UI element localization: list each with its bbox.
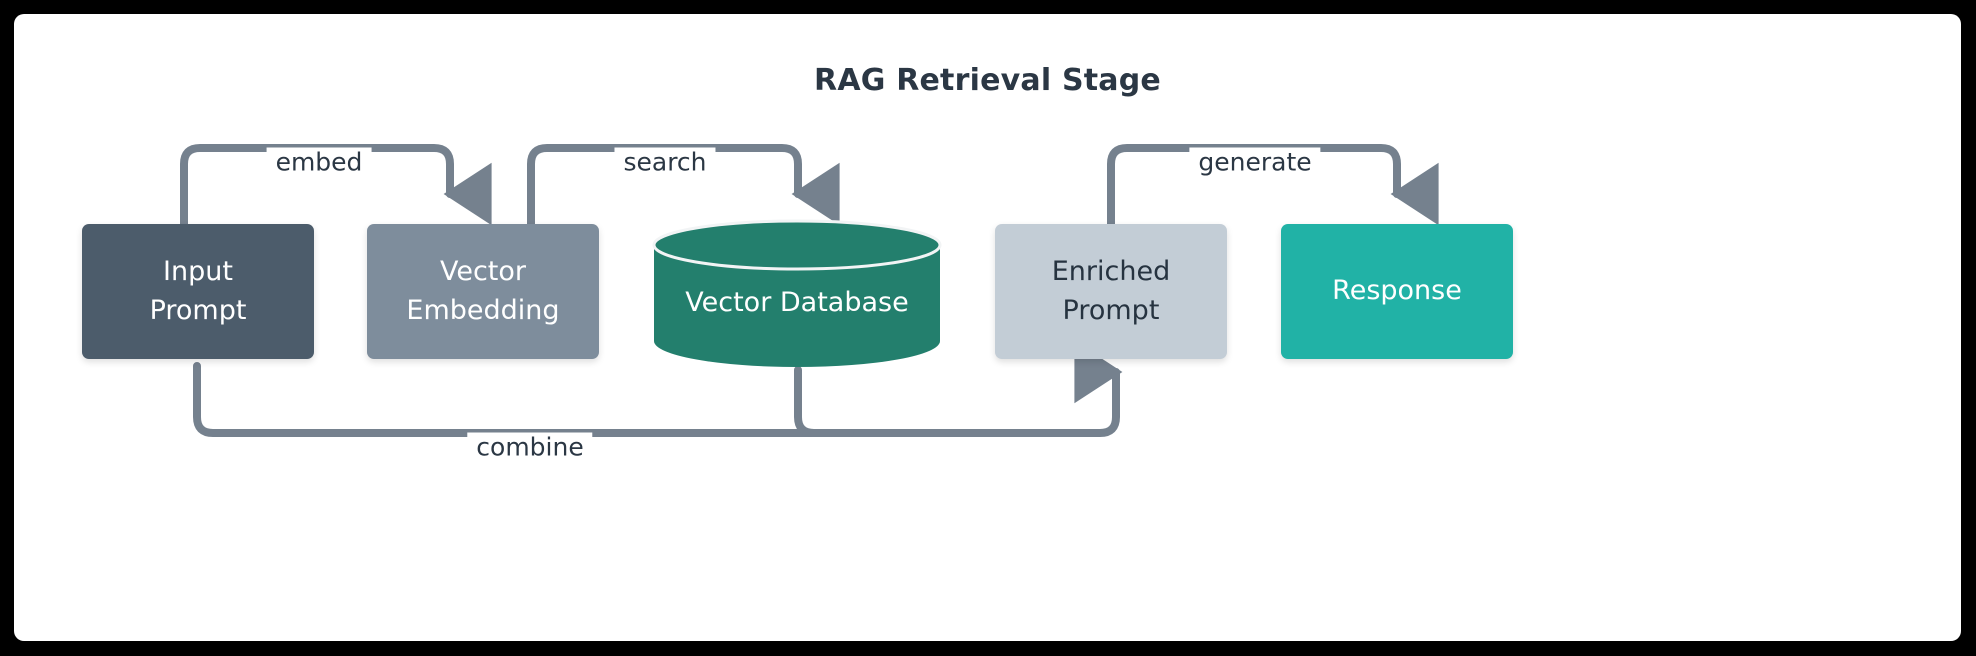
cylinder-shape [652, 219, 942, 367]
page-title: RAG Retrieval Stage [814, 63, 1161, 98]
edge-label-search: search [614, 147, 716, 177]
node-enriched-prompt-label: Enriched Prompt [1051, 256, 1171, 326]
node-response-label: Response [1332, 275, 1462, 307]
diagram-canvas: RAG Retrieval Stage Input [14, 14, 1961, 641]
edge-label-combine: combine [467, 432, 593, 462]
node-input-prompt[interactable]: Input Prompt [82, 224, 314, 359]
node-vector-embedding[interactable]: Vector Embedding [367, 224, 599, 359]
node-response[interactable]: Response [1281, 224, 1513, 359]
edge-combine-path [193, 340, 1123, 437]
edge-database-join-path [794, 366, 854, 437]
node-vector-database[interactable]: Vector Database [652, 219, 942, 367]
node-input-prompt-label: Input Prompt [149, 256, 247, 326]
node-vector-database-label: Vector Database [685, 286, 909, 318]
edge-label-generate: generate [1189, 147, 1321, 177]
edge-label-embed: embed [266, 147, 372, 177]
node-enriched-prompt[interactable]: Enriched Prompt [995, 224, 1227, 359]
node-vector-embedding-label: Vector Embedding [406, 256, 560, 326]
